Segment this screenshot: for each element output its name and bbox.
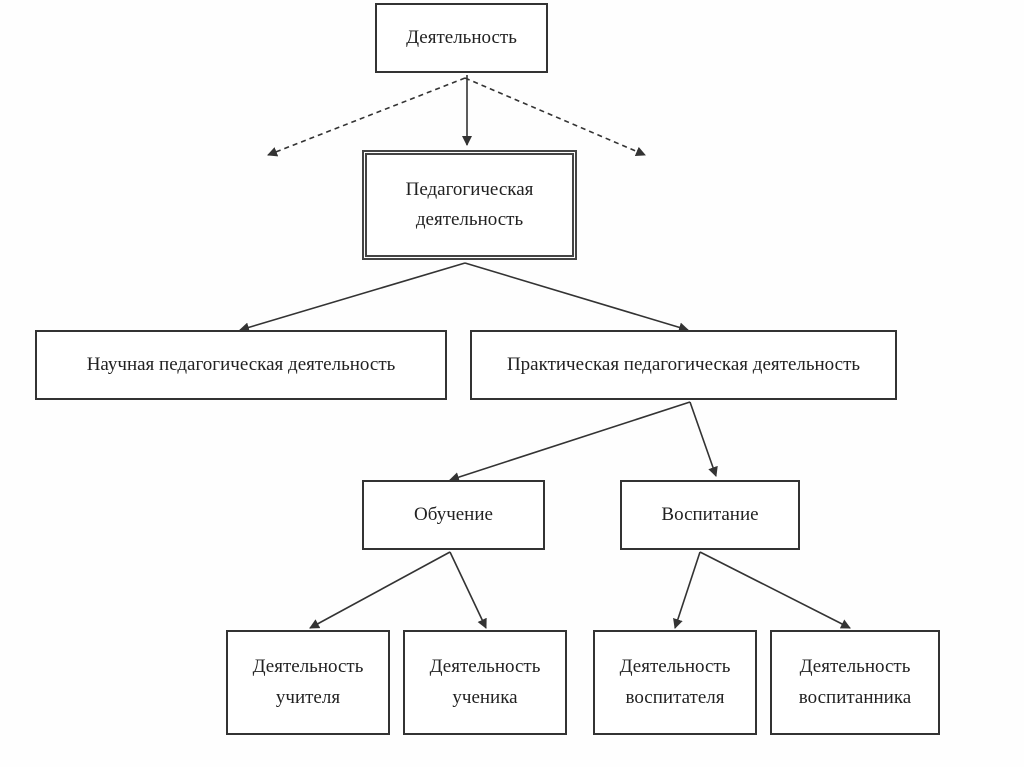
arrow-practical-upbringing	[689, 401, 718, 477]
arrow-dashed-left	[267, 77, 466, 157]
node-teaching: Обучение	[362, 480, 545, 550]
node-pedagogical: Педагогическая деятельность	[362, 150, 577, 260]
node-student: Деятельность ученика	[403, 630, 567, 735]
node-scientific: Научная педагогическая деятельность	[35, 330, 447, 400]
node-pupil: Деятельность воспитанника	[770, 630, 940, 735]
node-teacher: Деятельность учителя	[226, 630, 390, 735]
arrow-teaching-student	[449, 551, 487, 629]
node-educator: Деятельность воспитателя	[593, 630, 757, 735]
arrow-ped-scientific	[239, 262, 466, 333]
arrow-teaching-teacher	[309, 551, 451, 629]
arrow-practical-teaching	[449, 401, 691, 482]
node-root: Деятельность	[375, 3, 548, 73]
node-practical: Практическая педагогическая деятельность	[470, 330, 897, 400]
node-upbringing: Воспитание	[620, 480, 800, 550]
arrow-upbringing-educator	[673, 551, 701, 629]
arrow-ped-practical	[464, 262, 689, 333]
arrow-dashed-right	[464, 77, 646, 157]
arrow-upbringing-pupil	[699, 551, 851, 629]
